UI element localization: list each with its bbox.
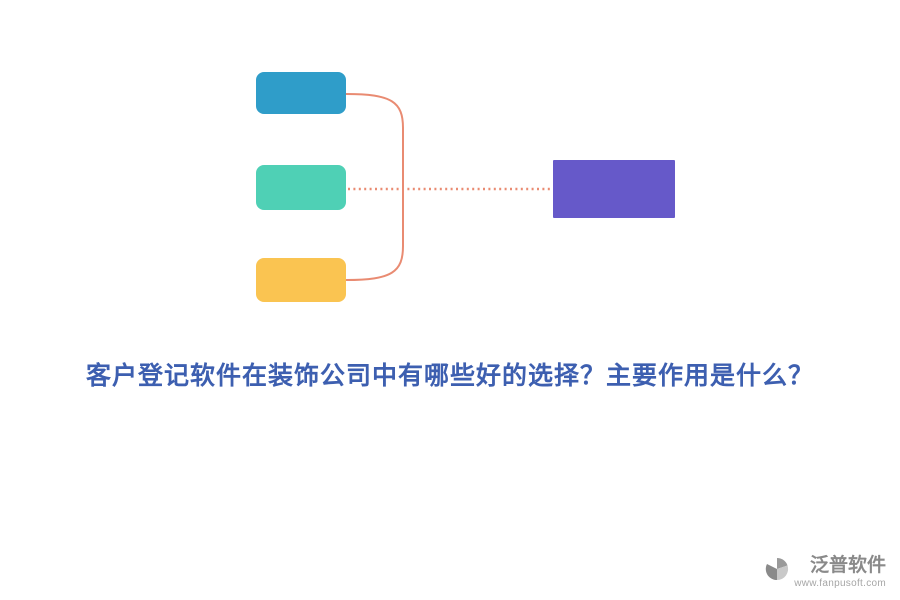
brand-url: www.fanpusoft.com bbox=[794, 578, 886, 589]
page-title: 客户登记软件在装饰公司中有哪些好的选择？主要作用是什么？ bbox=[85, 363, 814, 390]
bracket-connector bbox=[345, 93, 404, 281]
fanpu-logo-icon bbox=[765, 557, 789, 581]
brand-text-block: 泛普软件 www.fanpusoft.com bbox=[794, 555, 886, 590]
node-result bbox=[553, 160, 675, 218]
brand-name: 泛普软件 bbox=[809, 555, 886, 576]
node-middle bbox=[256, 165, 346, 210]
node-bottom bbox=[256, 258, 346, 302]
node-top bbox=[256, 72, 346, 114]
brand-footer: 泛普软件 www.fanpusoft.com bbox=[765, 555, 886, 590]
mindmap-diagram bbox=[256, 72, 675, 302]
